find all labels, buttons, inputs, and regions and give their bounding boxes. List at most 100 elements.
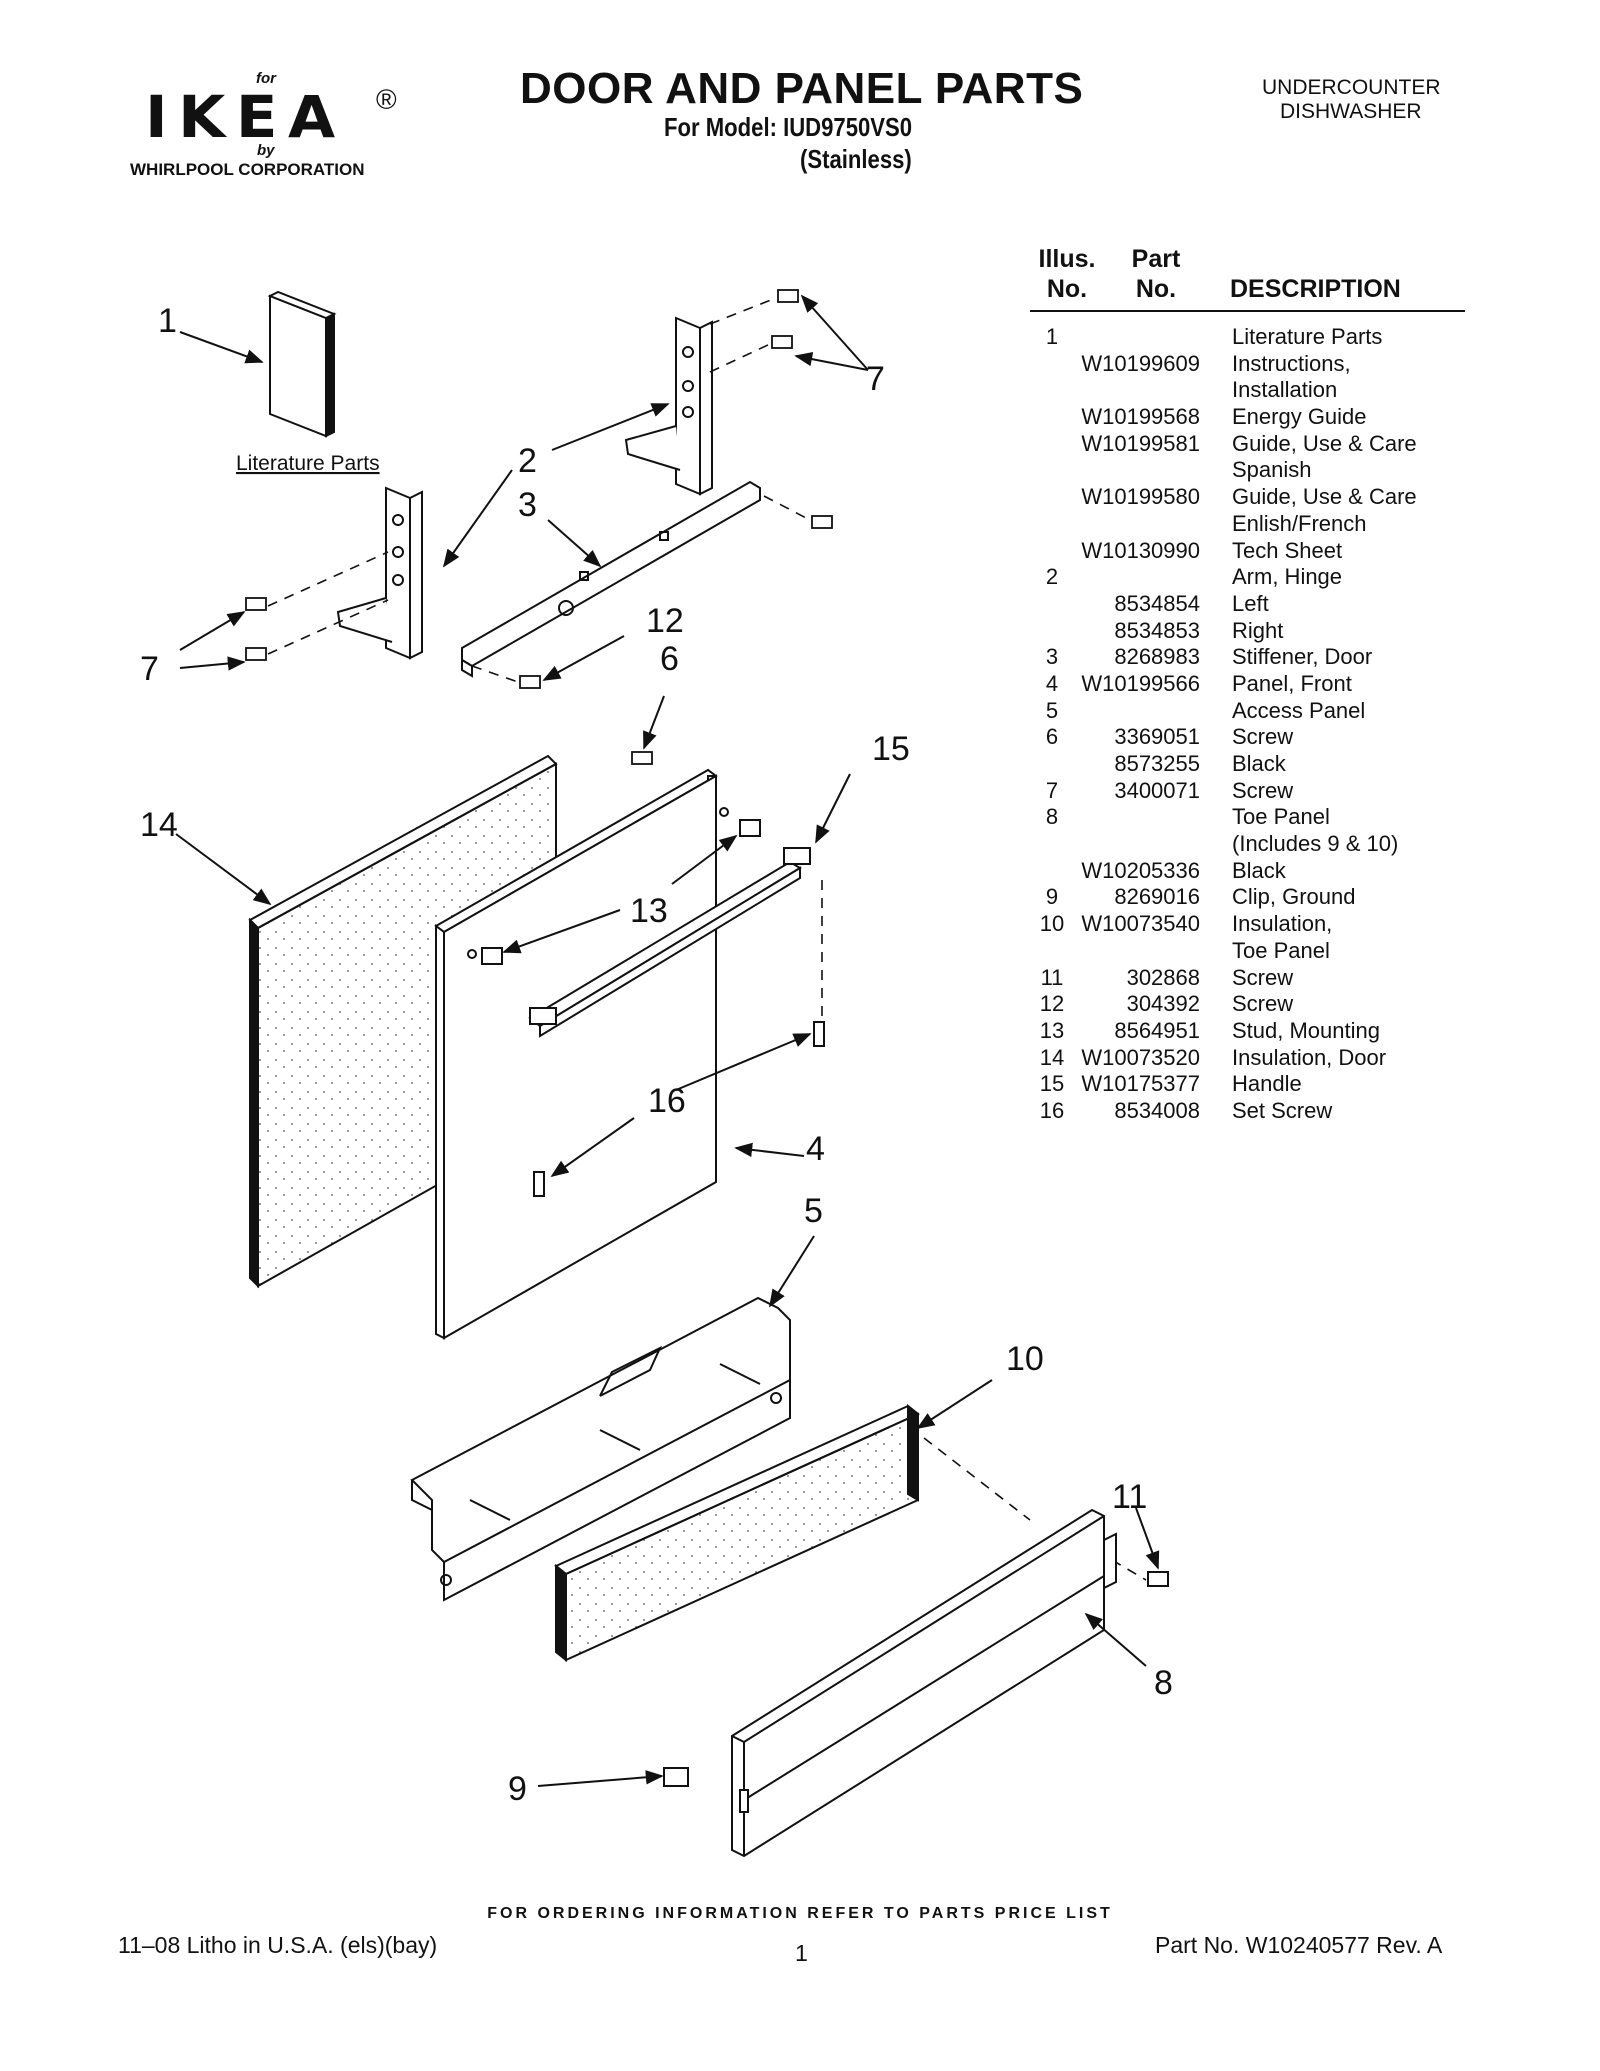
part-number-cell: W10175377 [1081,1071,1200,1097]
description-cell: Panel, Front [1232,670,1352,696]
handle [528,847,811,1038]
illus-cell: 8 [1045,804,1059,830]
callout-3: 3 [518,486,537,524]
part-number-cell: 8534854 [1114,590,1200,616]
col-part-line2: No. [1135,275,1177,303]
litho-line: 11–08 Litho in U.S.A. (els)(bay) [118,1932,438,1958]
table-row: W10205336 Black [1030,858,1465,885]
door-insulation [248,754,558,1289]
table-row: 9 8269016 Clip, Ground [1030,884,1465,911]
table-row: Toe Panel [1030,938,1465,965]
table-row: W10199609 Instructions, [1030,351,1465,378]
part-number-cell: W10205336 [1081,857,1200,883]
col-illus-line2: No. [1046,275,1088,303]
table-row: 7 3400071 Screw [1030,778,1465,805]
description-cell: Handle [1232,1071,1302,1097]
ordering-note: FOR ORDERING INFORMATION REFER TO PARTS … [487,1905,1113,1922]
callout-11: 11 [1112,1478,1147,1516]
illus-cell: 9 [1045,884,1059,910]
toe-panel [731,1508,1117,1858]
col-illus-line1: Illus. [1038,245,1096,273]
ground-clip [663,1767,689,1787]
part-number-cell: W10199580 [1081,484,1200,510]
description-cell: Right [1232,617,1284,643]
part-number-cell: 3400071 [1114,777,1200,803]
part-number-cell: W10199609 [1081,350,1200,376]
table-row: Spanish [1030,457,1465,484]
description-cell: Literature Parts [1232,324,1383,349]
callout-4: 4 [806,1130,825,1168]
table-row: (Includes 9 & 10) [1030,831,1465,858]
illus-cell: 12 [1039,991,1065,1017]
part-number-cell: W10199568 [1081,404,1200,430]
callout-2: 2 [518,442,537,480]
illus-cell: 7 [1045,777,1059,803]
part-number-cell: W10073520 [1081,1044,1200,1070]
col-part-header: Part No. [1114,244,1198,304]
col-description-header: DESCRIPTION [1230,275,1401,303]
illus-cell: 2 [1045,564,1059,590]
description-cell: Black [1232,751,1286,776]
part-number-cell: 8534008 [1114,1097,1200,1123]
description-cell: Screw [1232,964,1294,990]
callout-6: 6 [660,640,679,678]
table-row: 15 W10175377 Handle [1030,1071,1465,1098]
description-cell: Arm, Hinge [1232,564,1343,590]
part-number-cell: 8269016 [1114,884,1200,910]
callout-10: 10 [1006,1340,1044,1378]
part-number-cell: W10130990 [1081,537,1200,563]
description-cell: Instructions, [1232,350,1351,376]
illus-cell: 1 [1045,324,1059,349]
toe-panel-insulation [554,1403,920,1663]
callout-1: 1 [158,302,177,340]
registered-mark: ® [376,84,397,115]
mounting-studs [481,819,825,1197]
table-row: 8534853 Right [1030,618,1465,645]
illus-cell: 14 [1039,1044,1065,1070]
description-cell: Insulation, Door [1232,1044,1387,1070]
description-cell: Guide, Use & Care [1232,484,1417,510]
parts-table: Illus. No. Part No. DESCRIPTION 1 Literat… [1030,244,1465,1125]
illus-cell: 10 [1039,911,1065,937]
description-cell: Screw [1232,724,1294,750]
description-cell: Left [1232,590,1269,616]
product-type-line2: DISHWASHER [1280,100,1422,123]
illus-cell: 15 [1039,1071,1065,1097]
callout-15: 15 [872,730,910,768]
description-cell: Spanish [1232,457,1312,483]
description-cell: Black [1232,857,1286,883]
illus-cell: 11 [1040,964,1064,990]
description-cell: Screw [1232,777,1294,803]
callout-14: 14 [140,806,178,844]
description-cell: Clip, Ground [1232,884,1356,910]
table-row: W10199580 Guide, Use & Care [1030,484,1465,511]
part-number-cell: W10199581 [1081,430,1200,456]
callout-7-right: 7 [866,360,885,398]
brand-corporation: WHIRLPOOL CORPORATION [130,160,365,179]
description-cell: Stud, Mounting [1232,1017,1380,1043]
model-number: For Model: IUD9750VS0 [664,112,913,142]
illus-cell: 13 [1039,1017,1065,1043]
description-cell: Stiffener, Door [1232,644,1373,670]
product-type-line1: UNDERCOUNTER [1262,76,1441,99]
part-number-cell: 8534853 [1114,617,1200,643]
description-cell: Toe Panel [1232,937,1330,963]
table-row: Enlish/French [1030,511,1465,538]
ikea-logo: IKEA [145,83,346,151]
description-cell: (Includes 9 & 10) [1232,831,1399,857]
page-title: DOOR AND PANEL PARTS [520,64,1084,113]
toe-panel-screw [1147,1571,1169,1587]
description-cell: Insulation, [1232,911,1333,937]
access-panel [410,1296,791,1602]
